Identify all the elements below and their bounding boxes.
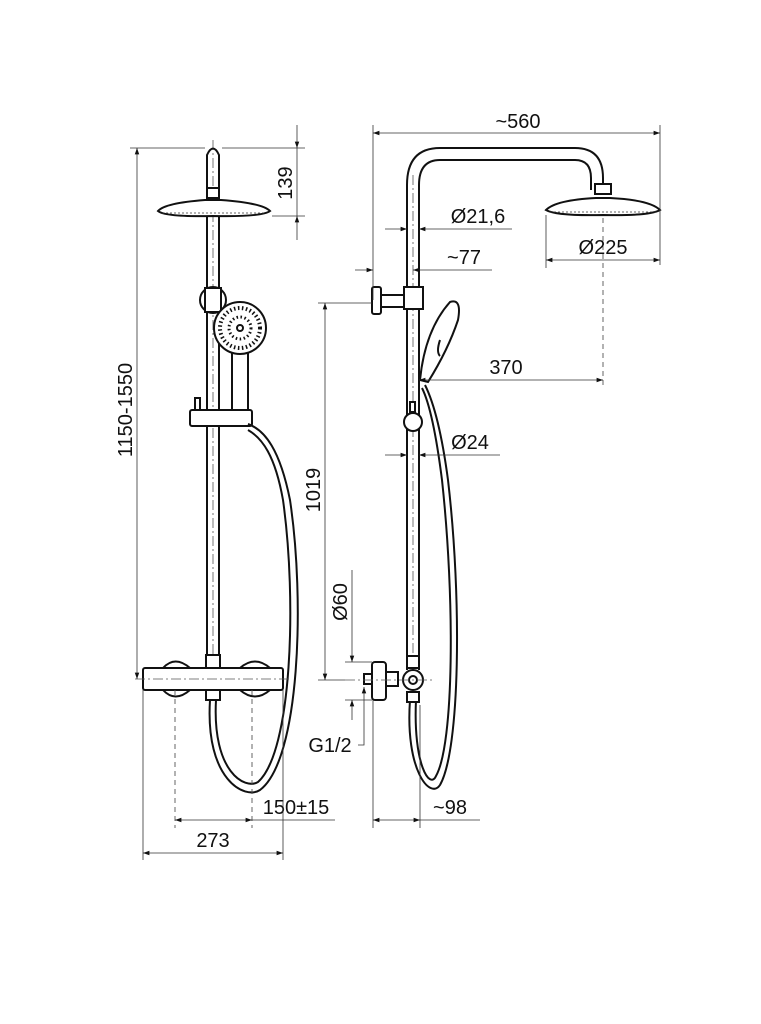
hand-shower-holder <box>189 409 253 427</box>
riser-arm <box>406 147 604 670</box>
mixer-width-label: 273 <box>196 830 229 852</box>
head-diameter-label: Ø225 <box>579 237 628 259</box>
side-overhead-shower <box>544 197 662 217</box>
lower-rail-diameter-label: Ø24 <box>451 432 489 454</box>
side-hose <box>408 384 459 790</box>
front-view <box>135 140 299 794</box>
thread-label: G1/2 <box>308 735 351 757</box>
side-dimensions: ~560 Ø21,6 ~77 Ø225 370 Ø24 1019 Ø60 G1/… <box>303 111 661 828</box>
wall-offset-label: ~77 <box>447 247 481 269</box>
rail-diameter-label: Ø21,6 <box>451 206 505 228</box>
shower-hose <box>208 423 299 794</box>
mixer-depth-label: ~98 <box>433 797 467 819</box>
overhead-shower <box>156 199 272 218</box>
front-dimensions: 139 1150-1550 150±15 273 <box>115 125 335 860</box>
side-knob <box>403 412 423 432</box>
escutcheon-diameter-label: Ø60 <box>330 583 352 621</box>
side-view <box>345 147 662 790</box>
side-wall-escutcheon <box>371 661 387 701</box>
total-height-label: 1150-1550 <box>115 363 137 457</box>
centres-label: 150±15 <box>263 797 330 819</box>
projection-label: ~560 <box>495 111 540 133</box>
head-connector <box>206 187 220 199</box>
riser-rail <box>206 147 220 660</box>
head-offset-label: 370 <box>489 357 522 379</box>
head-height-label: 139 <box>275 166 297 199</box>
outlet-height-label: 1019 <box>303 468 325 513</box>
